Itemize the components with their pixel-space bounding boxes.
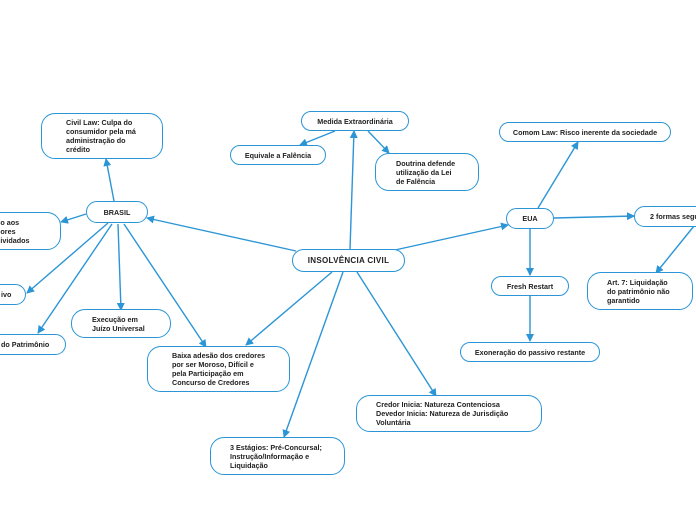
art7-label: Art. 7: Liquidação do patrimônio não gar…	[607, 277, 670, 305]
medida-node[interactable]: Medida Extraordinária	[301, 111, 409, 131]
eua-node[interactable]: EUA	[506, 208, 554, 229]
link-root-medida	[349, 130, 358, 250]
duas-formas-label: 2 formas segu	[650, 212, 696, 221]
duas-formas-node[interactable]: 2 formas segu	[634, 206, 696, 227]
equivale-node[interactable]: Equivale a Falência	[230, 145, 326, 165]
brasil-label: BRASIL	[103, 207, 131, 217]
link-brasil-left2	[26, 222, 109, 294]
art7-node[interactable]: Art. 7: Liquidação do patrimônio não gar…	[587, 272, 693, 310]
link-root-baixa	[245, 271, 333, 346]
link-brasil-left3	[37, 223, 113, 334]
civil-law-label: Civil Law: Culpa do consumidor pela má a…	[66, 118, 136, 154]
link-eua-duasformas	[553, 212, 635, 221]
link-brasil-baixa	[123, 223, 207, 348]
brasil-left3-label: do Patrimônio	[1, 340, 50, 349]
common-law-label: Comom Law: Risco inerente da sociedade	[512, 127, 658, 137]
link-root-estagios	[282, 271, 344, 438]
baixa-adesao-label: Baixa adesão dos credores por ser Moroso…	[172, 351, 266, 387]
doutrina-node[interactable]: Doutrina defende utilização da Lei de Fa…	[375, 153, 479, 191]
credor-node[interactable]: Credor Inicia: Natureza Contenciosa Deve…	[356, 395, 542, 432]
medida-label: Medida Extraordinária	[317, 116, 393, 126]
brasil-left1-label: do aos dores dividados	[0, 217, 30, 245]
brasil-left3-node[interactable]: do Patrimônio	[0, 334, 66, 355]
brasil-left2-node[interactable]: ivo	[0, 284, 26, 305]
link-eua-commonlaw	[537, 141, 579, 209]
civil-law-node[interactable]: Civil Law: Culpa do consumidor pela má a…	[41, 113, 163, 159]
link-medida-equivale	[299, 130, 336, 147]
link-root-credor	[356, 271, 437, 397]
execucao-node[interactable]: Execução em Juízo Universal	[71, 309, 171, 338]
root-node[interactable]: INSOLVÊNCIA CIVIL	[292, 249, 405, 272]
link-brasil-left1	[60, 213, 87, 224]
link-medida-doutrina	[367, 130, 390, 154]
brasil-left1-node[interactable]: do aos dores dividados	[0, 212, 61, 250]
exoneracao-label: Exoneração do passivo restante	[474, 347, 586, 357]
estagios-node[interactable]: 3 Estágios: Pré-Concursal; Instrução/Inf…	[210, 437, 345, 475]
link-root-brasil	[146, 215, 297, 252]
link-brasil-execucao	[116, 223, 125, 311]
eua-label: EUA	[522, 214, 538, 223]
credor-label: Credor Inicia: Natureza Contenciosa Deve…	[376, 400, 509, 427]
equivale-label: Equivale a Falência	[244, 150, 312, 160]
doutrina-label: Doutrina defende utilização da Lei de Fa…	[396, 158, 456, 186]
brasil-left2-label: ivo	[1, 290, 12, 299]
fresh-restart-node[interactable]: Fresh Restart	[491, 276, 569, 296]
execucao-label: Execução em Juízo Universal	[92, 314, 145, 333]
common-law-node[interactable]: Comom Law: Risco inerente da sociedade	[499, 122, 671, 142]
brasil-node[interactable]: BRASIL	[86, 201, 148, 223]
exoneracao-node[interactable]: Exoneração do passivo restante	[460, 342, 600, 362]
baixa-adesao-node[interactable]: Baixa adesão dos credores por ser Moroso…	[147, 346, 290, 392]
fresh-restart-label: Fresh Restart	[506, 281, 554, 291]
link-duasformas-art7	[655, 225, 695, 274]
link-brasil-civillaw	[103, 158, 115, 202]
link-root-eua	[394, 222, 509, 251]
estagios-label: 3 Estágios: Pré-Concursal; Instrução/Inf…	[230, 442, 322, 470]
root-label: INSOLVÊNCIA CIVIL	[307, 256, 390, 265]
